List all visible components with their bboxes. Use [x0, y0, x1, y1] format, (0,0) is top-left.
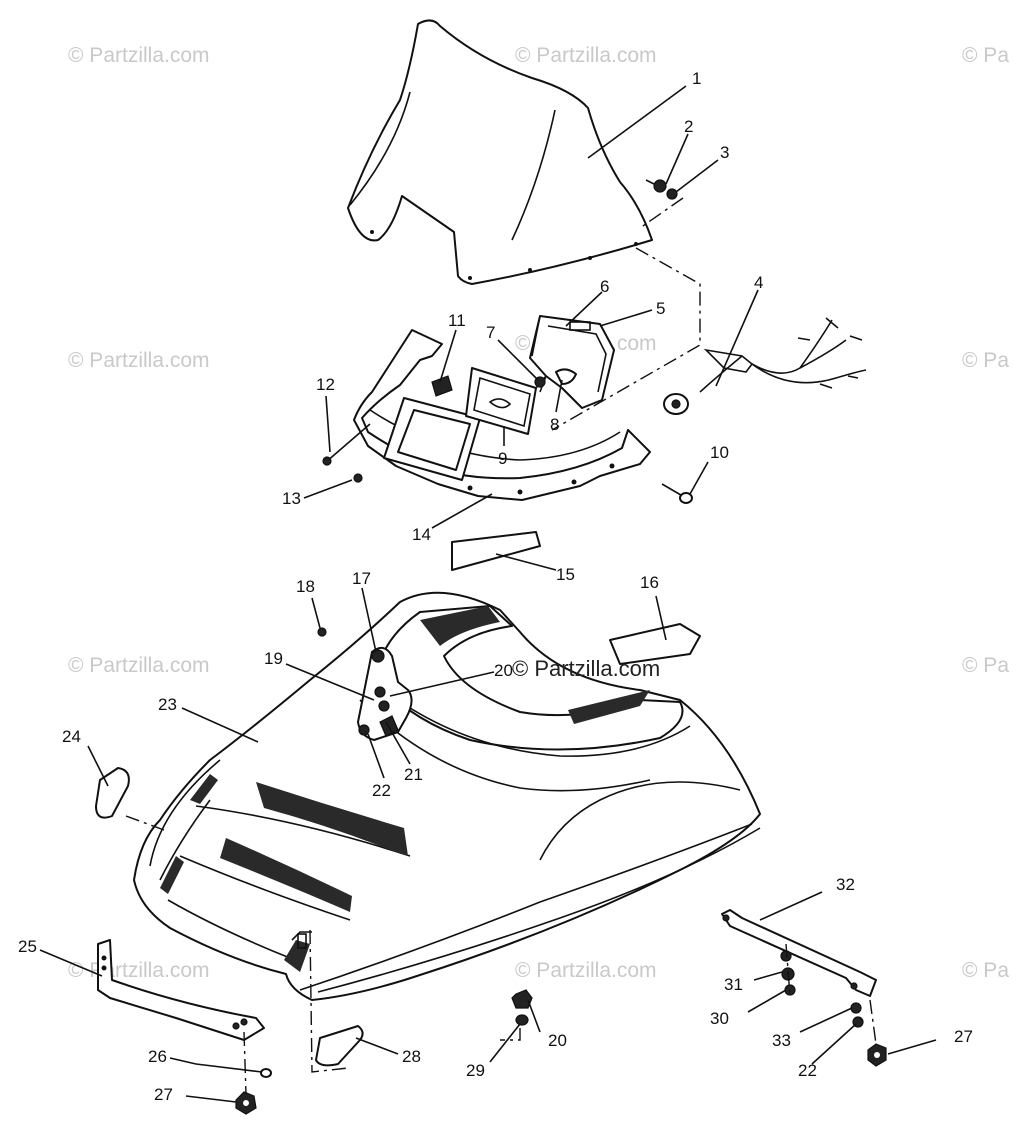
callout-32: 32	[836, 875, 855, 894]
decal-28	[315, 1025, 364, 1067]
callout-15: 15	[556, 565, 575, 584]
watermark-edge: © Pa	[962, 959, 1009, 982]
wiring-harness	[663, 317, 867, 415]
bracket-25	[97, 939, 265, 1041]
callout-25: 25	[18, 937, 37, 956]
callout-3: 3	[720, 143, 729, 162]
callout-4: 4	[754, 273, 763, 292]
callout-26: 26	[148, 1047, 167, 1066]
watermark-edge: © Pa	[962, 44, 1009, 67]
callout-14: 14	[412, 525, 431, 544]
callout-18: 18	[296, 577, 315, 596]
decal-16	[609, 623, 701, 665]
watermark: © Partzilla.com	[515, 959, 657, 982]
callout-16: 16	[640, 573, 659, 592]
callout-29: 29	[466, 1061, 485, 1080]
callout-5: 5	[656, 299, 665, 318]
callout-20: 20	[494, 661, 513, 680]
callout-28: 28	[402, 1047, 421, 1066]
watermark-foreground: © Partzilla.com	[512, 656, 660, 681]
hood-latch	[317, 627, 413, 741]
watermark: © Partzilla.com	[68, 654, 210, 677]
callout-13: 13	[282, 489, 301, 508]
callout-6: 6	[600, 277, 609, 296]
decal-15	[451, 531, 541, 571]
windshield	[347, 19, 653, 285]
callout-23: 23	[158, 695, 177, 714]
callout-24: 24	[62, 727, 81, 746]
callout-27b: 27	[954, 1027, 973, 1046]
callout-27: 27	[154, 1085, 173, 1104]
callout-33: 33	[772, 1031, 791, 1050]
headlight-housing	[529, 315, 615, 409]
bracket-32	[721, 909, 877, 997]
watermark: © Partzilla.com	[515, 44, 657, 67]
watermark-edge: © Pa	[962, 349, 1009, 372]
callout-30: 30	[710, 1009, 729, 1028]
callout-9: 9	[498, 449, 507, 468]
callout-22: 22	[372, 781, 391, 800]
hood	[133, 591, 761, 1001]
callout-10: 10	[710, 443, 729, 462]
watermark: © Partzilla.com	[68, 349, 210, 372]
callout-1: 1	[692, 69, 701, 88]
callout-8: 8	[550, 415, 559, 434]
callout-2: 2	[684, 117, 693, 136]
leader-lines	[39, 85, 937, 1103]
headlight	[465, 367, 547, 435]
handle-24	[95, 767, 130, 819]
callout-7: 7	[486, 323, 495, 342]
watermark: © Partzilla.com	[68, 44, 210, 67]
callout-19: 19	[264, 649, 283, 668]
watermark-edge: © Pa	[962, 654, 1009, 677]
headlight-ring	[383, 397, 481, 481]
callout-11: 11	[448, 311, 466, 330]
callout-17: 17	[352, 569, 371, 588]
callout-labels: 1 2 3 4 5 6 7 8 9 10 11 12 13 14 15 16 1…	[18, 69, 973, 1104]
windshield-fasteners	[645, 179, 678, 200]
callout-22b: 22	[798, 1061, 817, 1080]
callout-31: 31	[724, 975, 743, 994]
callout-21: 21	[404, 765, 423, 784]
callout-12: 12	[316, 375, 335, 394]
callout-20b: 20	[548, 1031, 567, 1050]
